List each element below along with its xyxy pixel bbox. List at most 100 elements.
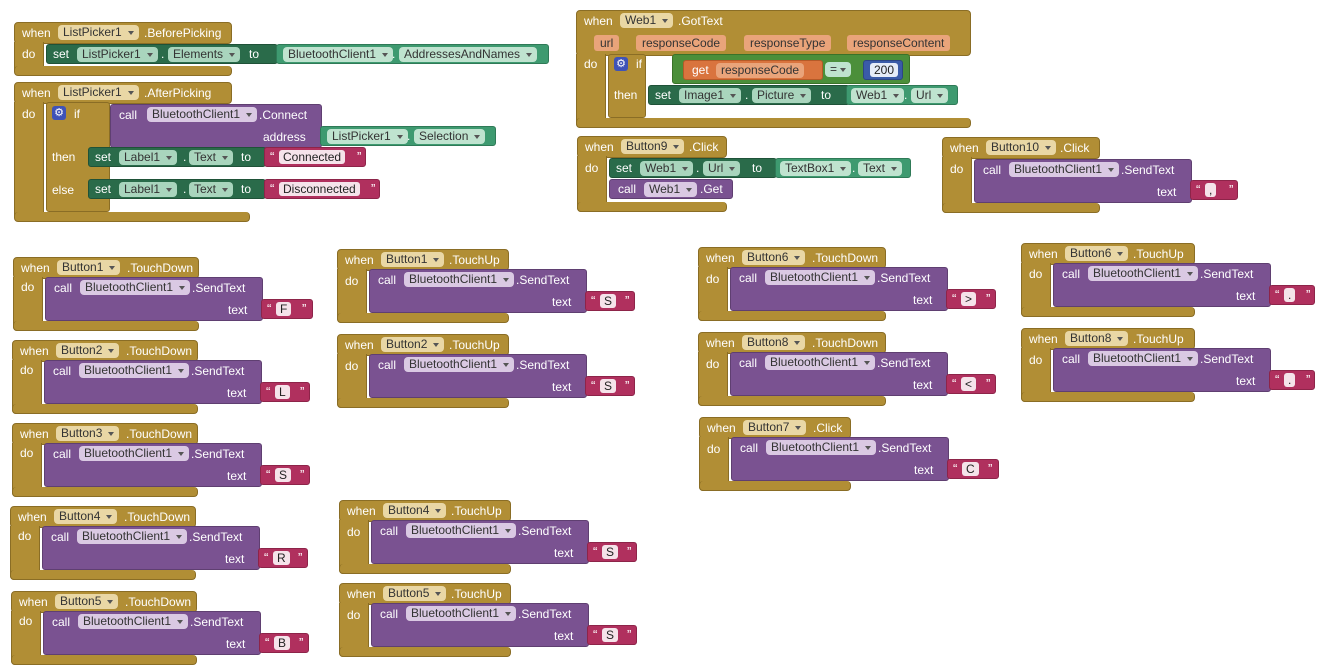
call-sendtext-block[interactable]: call BluetoothClient1 .SendText text <box>369 354 587 398</box>
call-sendtext-block[interactable]: call BluetoothClient1 .SendText text <box>730 352 948 396</box>
text-string-block[interactable]: “ < ” <box>946 374 996 394</box>
gear-icon[interactable]: ⚙ <box>52 106 66 120</box>
text-string-block[interactable]: “ B ” <box>259 633 309 653</box>
string-value[interactable]: B <box>274 636 291 650</box>
text-string-block[interactable]: “ , ” <box>1190 180 1238 200</box>
gear-icon[interactable]: ⚙ <box>614 57 628 71</box>
call-component-dropdown[interactable]: BluetoothClient1 <box>80 280 191 295</box>
component-property-getter[interactable]: TextBox1 . Text <box>775 158 911 178</box>
call-component-dropdown[interactable]: BluetoothClient1 <box>406 606 517 621</box>
param-url[interactable]: url <box>594 35 620 51</box>
string-value[interactable]: > <box>961 292 977 306</box>
set-component-dropdown[interactable]: Web1 <box>640 161 694 176</box>
call-sendtext-block[interactable]: call BluetoothClient1 .SendText text <box>1053 348 1271 392</box>
value-property-dropdown[interactable]: Text <box>858 161 903 176</box>
set-component-dropdown[interactable]: Label1 <box>119 182 178 197</box>
call-component-dropdown[interactable]: BluetoothClient1 <box>766 440 877 455</box>
set-component-dropdown[interactable]: ListPicker1 <box>77 47 158 62</box>
component-dropdown[interactable]: Button2 <box>56 343 120 358</box>
text-string-block[interactable]: “ Disconnected ” <box>264 179 380 199</box>
string-value[interactable]: . <box>1284 288 1296 302</box>
value-property-dropdown[interactable]: AddressesAndNames <box>399 47 538 62</box>
event-block-button2-touchdown[interactable]: when Button2 .TouchDown do call Bluetoot… <box>12 340 312 414</box>
call-sendtext-block[interactable]: call BluetoothClient1 .SendText text <box>44 443 262 487</box>
event-block-button10-click[interactable]: when Button10 .Click do call BluetoothCl… <box>942 137 1242 213</box>
string-value[interactable]: R <box>273 551 290 565</box>
component-dropdown[interactable]: ListPicker1 <box>58 25 139 40</box>
call-connect-block[interactable]: call BluetoothClient1 .Connect address <box>110 104 322 148</box>
call-get-block[interactable]: call Web1 .Get <box>609 179 733 199</box>
call-sendtext-block[interactable]: call BluetoothClient1 .SendText text <box>974 159 1192 203</box>
component-dropdown[interactable]: Button8 <box>1065 331 1129 346</box>
call-sendtext-block[interactable]: call BluetoothClient1 .SendText text <box>371 520 589 564</box>
event-block-button5-touchdown[interactable]: when Button5 .TouchDown do call Bluetoot… <box>11 591 311 665</box>
string-value[interactable]: S <box>275 468 292 482</box>
param-responsetype[interactable]: responseType <box>744 35 832 51</box>
component-dropdown[interactable]: Button7 <box>743 420 807 435</box>
address-getter[interactable]: ListPicker1 . Selection <box>320 126 496 146</box>
string-value[interactable]: Connected <box>279 150 346 164</box>
component-dropdown[interactable]: Button4 <box>54 509 118 524</box>
set-block[interactable]: set ListPicker1 . Elements to <box>46 44 278 64</box>
call-component-dropdown[interactable]: BluetoothClient1 <box>147 107 258 122</box>
component-dropdown[interactable]: Button5 <box>383 586 447 601</box>
component-property-getter[interactable]: Web1 . Url <box>846 85 958 105</box>
call-component-dropdown[interactable]: BluetoothClient1 <box>78 614 189 629</box>
set-component-dropdown[interactable]: Label1 <box>119 150 178 165</box>
string-value[interactable]: S <box>600 294 617 308</box>
component-dropdown[interactable]: Button6 <box>742 250 806 265</box>
call-sendtext-block[interactable]: call BluetoothClient1 .SendText text <box>1053 263 1271 307</box>
value-component-dropdown[interactable]: BluetoothClient1 <box>283 47 394 62</box>
string-value[interactable]: F <box>276 302 292 316</box>
text-string-block[interactable]: “ . ” <box>1269 370 1315 390</box>
set-property-dropdown[interactable]: Picture <box>752 88 812 103</box>
text-string-block[interactable]: “ S ” <box>587 625 637 645</box>
number-block[interactable]: 200 <box>863 60 903 80</box>
text-string-block[interactable]: “ . ” <box>1269 285 1315 305</box>
event-block-button1-touchdown[interactable]: when Button1 .TouchDown do call Bluetoot… <box>13 257 313 331</box>
event-block-button3-touchdown[interactable]: when Button3 .TouchDown do call Bluetoot… <box>12 423 312 497</box>
call-component-dropdown[interactable]: Web1 <box>644 182 698 197</box>
variable-dropdown[interactable]: responseCode <box>716 63 805 78</box>
address-component-dropdown[interactable]: ListPicker1 <box>327 129 408 144</box>
call-component-dropdown[interactable]: BluetoothClient1 <box>765 270 876 285</box>
string-value[interactable]: C <box>962 462 979 476</box>
text-string-block[interactable]: “ R ” <box>258 548 308 568</box>
call-component-dropdown[interactable]: BluetoothClient1 <box>77 529 188 544</box>
event-block-button6-touchdown[interactable]: when Button6 .TouchDown do call Bluetoot… <box>698 247 998 321</box>
call-component-dropdown[interactable]: BluetoothClient1 <box>406 523 517 538</box>
component-dropdown[interactable]: Button10 <box>986 140 1057 155</box>
component-dropdown[interactable]: Button4 <box>383 503 447 518</box>
component-property-getter[interactable]: BluetoothClient1 . AddressesAndNames <box>276 44 549 64</box>
event-block-button5-touchup[interactable]: when Button5 .TouchUp do call BluetoothC… <box>339 583 639 657</box>
event-block-button8-touchup[interactable]: when Button8 .TouchUp do call BluetoothC… <box>1021 328 1321 402</box>
text-string-block[interactable]: “ L ” <box>260 382 310 402</box>
string-value[interactable]: < <box>961 377 977 391</box>
call-component-dropdown[interactable]: BluetoothClient1 <box>1088 266 1199 281</box>
call-sendtext-block[interactable]: call BluetoothClient1 .SendText text <box>730 267 948 311</box>
call-component-dropdown[interactable]: BluetoothClient1 <box>765 355 876 370</box>
component-dropdown[interactable]: Button3 <box>56 426 120 441</box>
text-string-block[interactable]: “ Connected ” <box>264 147 366 167</box>
event-block-button9-click[interactable]: when Button9 .Click do set Web1 . Url to… <box>577 136 917 212</box>
value-component-dropdown[interactable]: Web1 <box>851 88 905 103</box>
string-value[interactable]: S <box>600 379 617 393</box>
component-dropdown[interactable]: Web1 <box>620 13 674 28</box>
call-component-dropdown[interactable]: BluetoothClient1 <box>404 272 515 287</box>
component-dropdown[interactable]: Button1 <box>57 260 121 275</box>
set-block[interactable]: set Web1 . Url to <box>609 158 777 178</box>
string-value[interactable]: S <box>602 545 619 559</box>
call-sendtext-block[interactable]: call BluetoothClient1 .SendText text <box>43 611 261 655</box>
param-responsecode[interactable]: responseCode <box>636 35 727 51</box>
call-component-dropdown[interactable]: BluetoothClient1 <box>79 363 190 378</box>
call-sendtext-block[interactable]: call BluetoothClient1 .SendText text <box>44 360 262 404</box>
component-dropdown[interactable]: Button5 <box>55 594 119 609</box>
event-block-button7-click[interactable]: when Button7 .Click do call BluetoothCli… <box>699 417 1001 491</box>
component-dropdown[interactable]: ListPicker1 <box>58 85 139 100</box>
call-component-dropdown[interactable]: BluetoothClient1 <box>79 446 190 461</box>
text-string-block[interactable]: “ > ” <box>946 289 996 309</box>
set-property-dropdown[interactable]: Url <box>703 161 741 176</box>
component-dropdown[interactable]: Button6 <box>1065 246 1129 261</box>
text-string-block[interactable]: “ C ” <box>947 459 999 479</box>
set-property-dropdown[interactable]: Text <box>189 182 234 197</box>
